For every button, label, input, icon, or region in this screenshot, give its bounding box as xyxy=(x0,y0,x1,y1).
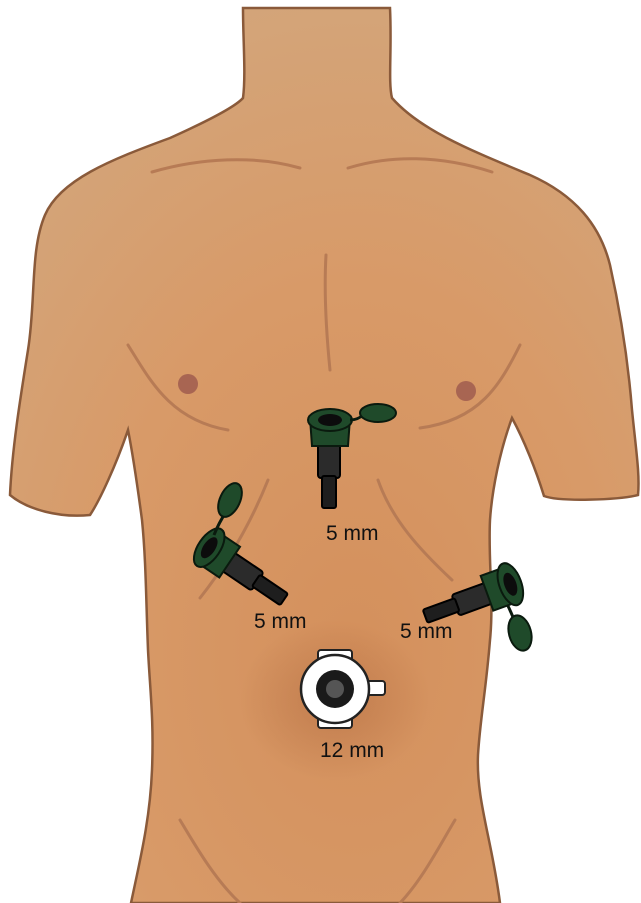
port-label-left-flank: 5 mm xyxy=(400,620,453,643)
port-label-right-subcostal: 5 mm xyxy=(254,610,307,633)
trocar-left-flank-cap xyxy=(505,613,536,653)
nipple-right xyxy=(178,374,198,394)
nipple-left xyxy=(456,381,476,401)
port-label-epigastric: 5 mm xyxy=(326,522,379,545)
port-label-umbilical: 12 mm xyxy=(320,739,384,762)
